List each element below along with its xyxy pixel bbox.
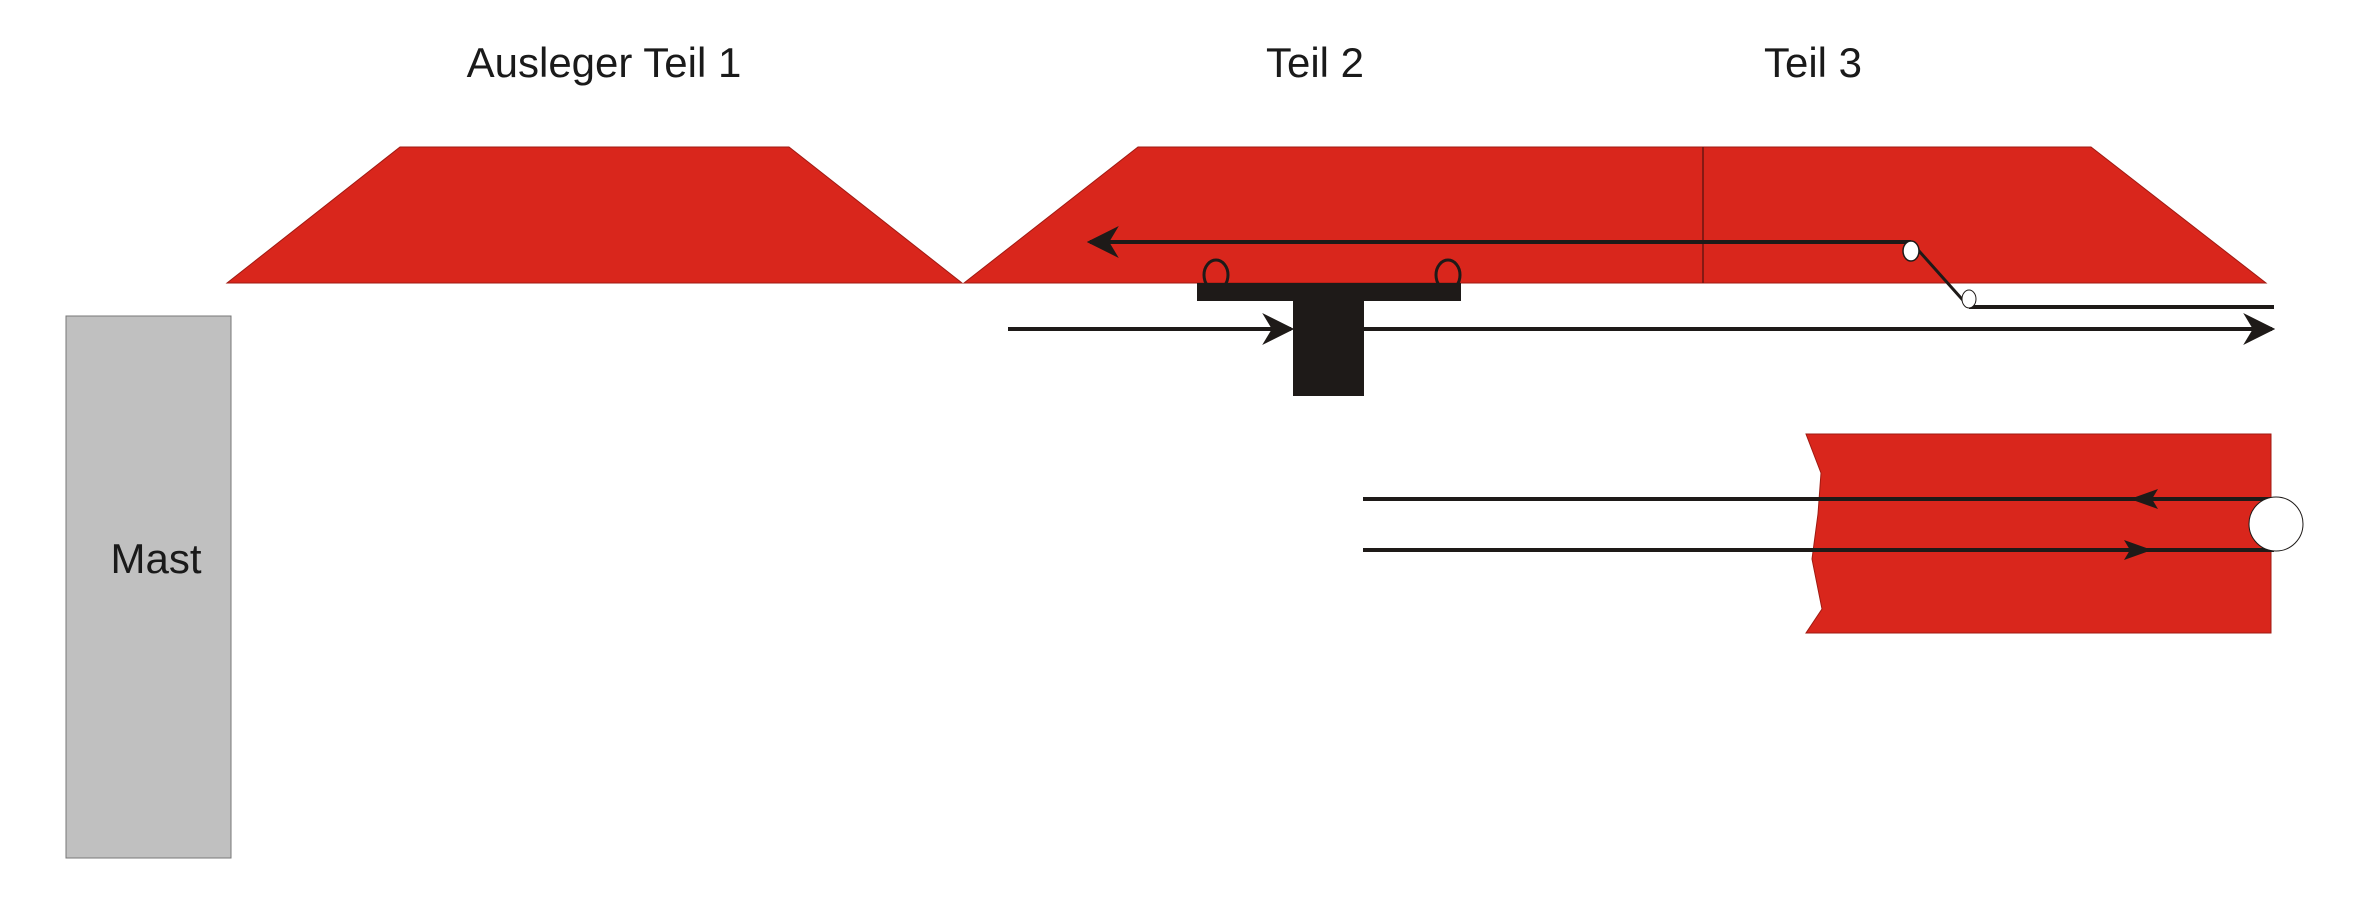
boom-part-2-3 (962, 146, 2268, 284)
boom-part-1 (225, 146, 964, 284)
pulley-lower (1961, 289, 1977, 309)
pulley-upper (1902, 240, 1920, 262)
arrow-left-icon (2130, 489, 2158, 509)
label-boom-part-1: Ausleger Teil 1 (467, 39, 742, 86)
rope-diagonal (1909, 241, 1971, 308)
mast (65, 315, 232, 859)
boom-detail-section (1805, 433, 2272, 634)
arrow-right-icon (2124, 540, 2152, 560)
sheave-end (2248, 496, 2304, 552)
label-mast: Mast (110, 535, 201, 582)
trolley-hook (1293, 301, 1364, 396)
trolley-bar (1197, 283, 1461, 301)
label-part-3: Teil 3 (1764, 39, 1862, 86)
label-part-2: Teil 2 (1266, 39, 1364, 86)
